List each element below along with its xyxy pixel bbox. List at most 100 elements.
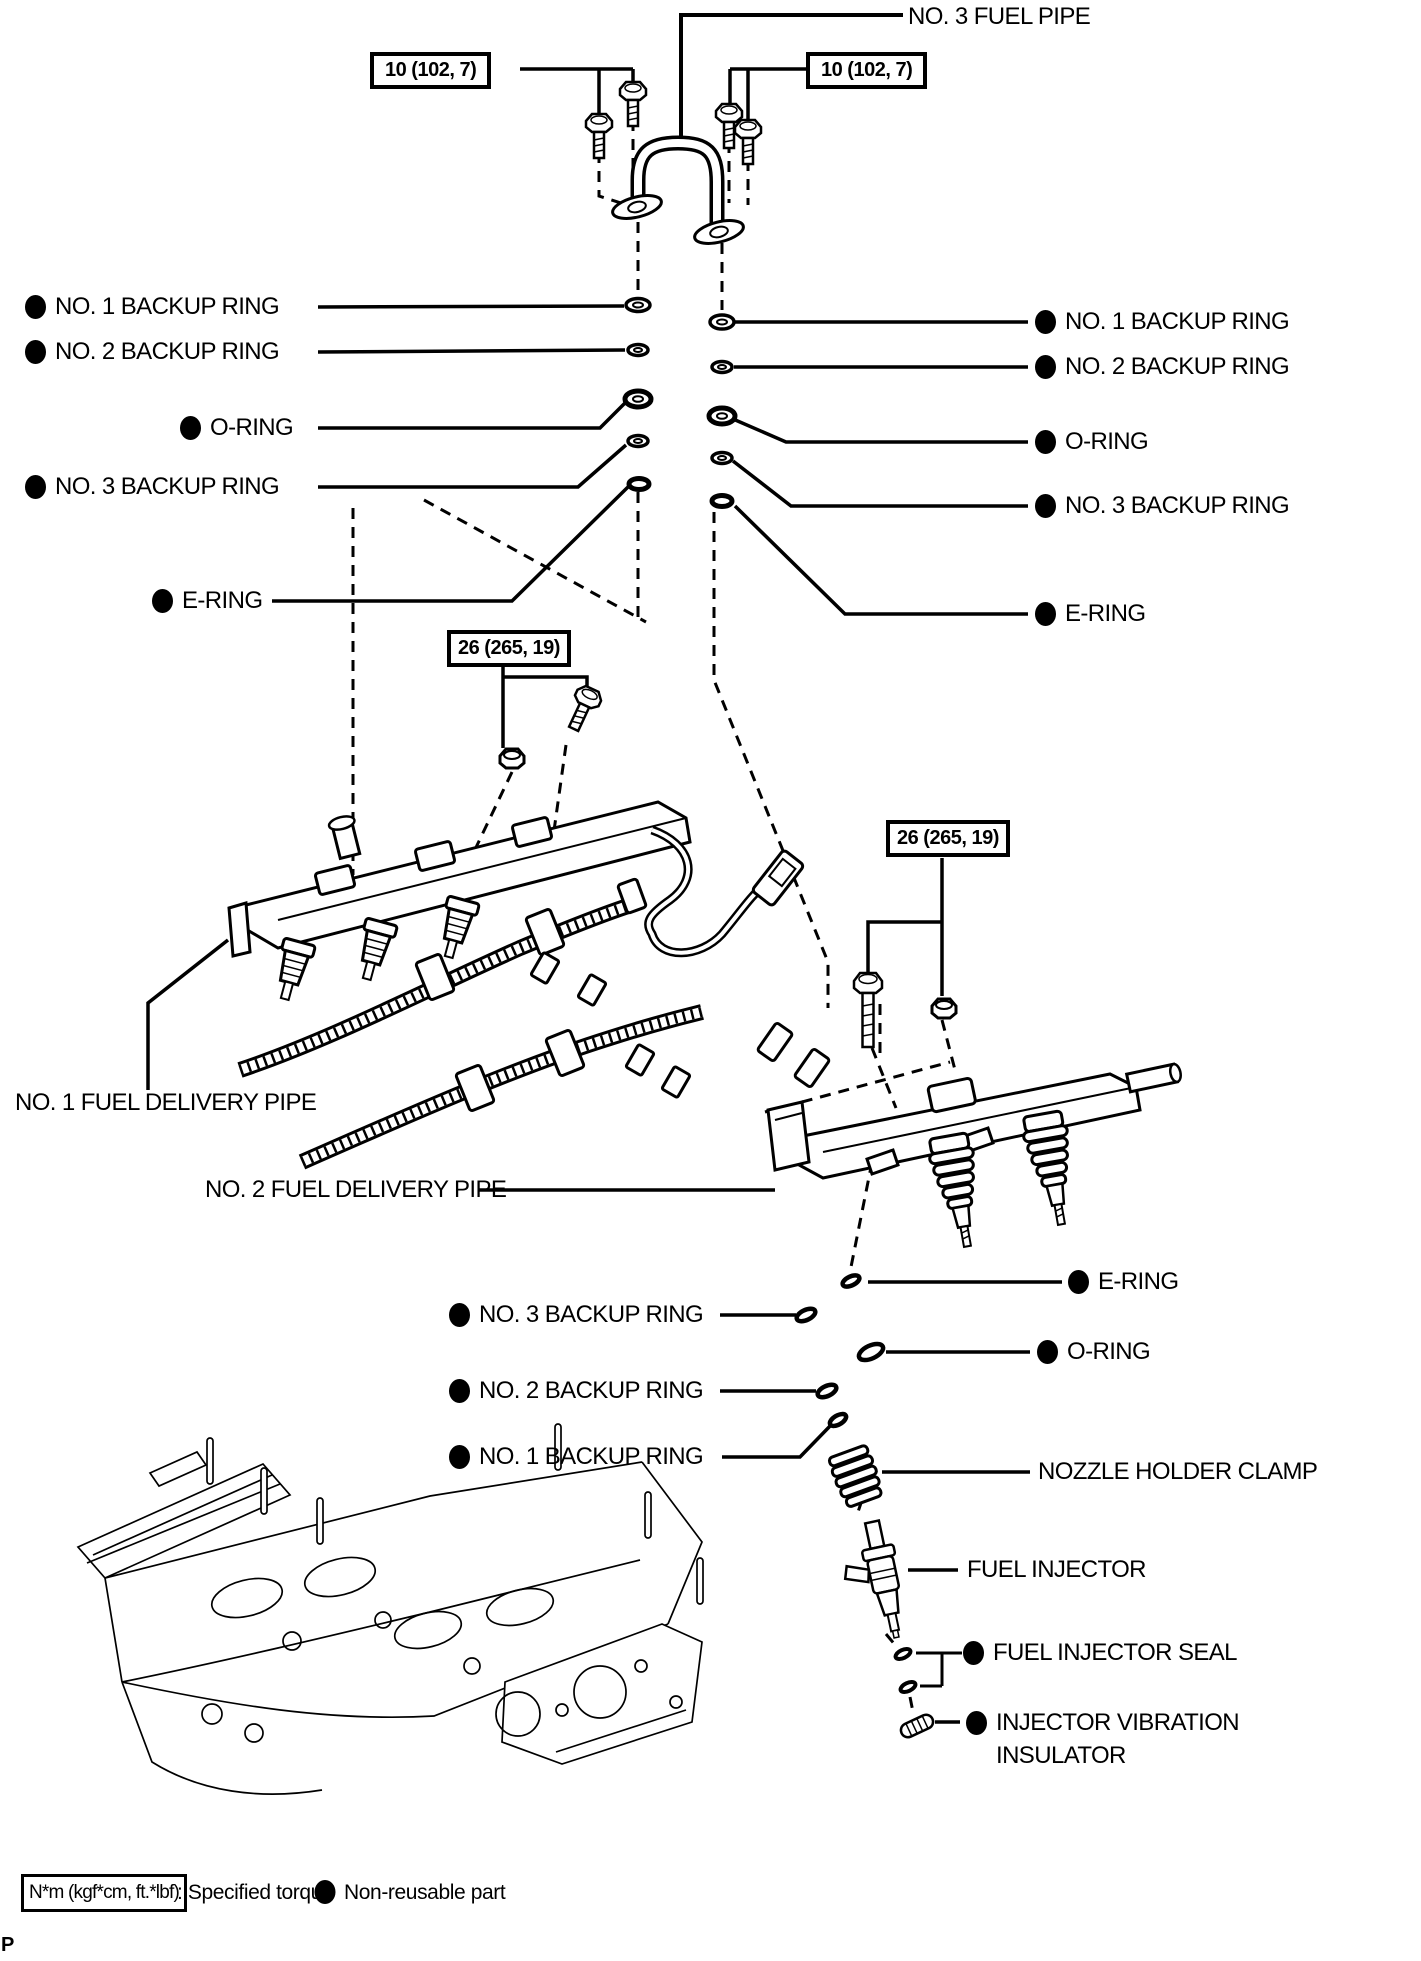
- label-text: E-RING: [1065, 600, 1146, 627]
- leader-lines: [146, 13, 1062, 1724]
- torque-box-fuel-pipe-right: 10 (102, 7): [806, 52, 928, 89]
- label-text: NOZZLE HOLDER CLAMP: [1038, 1458, 1318, 1485]
- label-no1-fuel-delivery-pipe: NO. 1 FUEL DELIVERY PIPE: [15, 1089, 317, 1117]
- label-right-o-ring: O-RING: [1035, 428, 1149, 456]
- non-reusable-bullet-icon: [966, 1711, 987, 1735]
- non-reusable-bullet-icon: [1035, 310, 1056, 334]
- torque-value: 26 (265, 19): [897, 827, 999, 849]
- non-reusable-bullet-icon: [25, 475, 46, 499]
- label-text-line2: INSULATOR: [996, 1742, 1126, 1769]
- non-reusable-bullet-icon: [25, 340, 46, 364]
- injector-harness-1: [237, 877, 648, 1078]
- label-text-line1: INJECTOR VIBRATION: [996, 1709, 1240, 1736]
- label-text: NO. 2 FUEL DELIVERY PIPE: [205, 1176, 507, 1203]
- label-text: O-RING: [1067, 1338, 1151, 1365]
- legend-non-reusable: Non-reusable part: [344, 1881, 506, 1905]
- label-fuel-injector: FUEL INJECTOR: [967, 1556, 1147, 1584]
- label-text: NO. 3 BACKUP RING: [479, 1301, 704, 1328]
- non-reusable-bullet-icon: [180, 416, 201, 440]
- bolt-icon: [733, 118, 763, 166]
- non-reusable-bullet-icon: [963, 1641, 984, 1665]
- label-text: NO. 1 BACKUP RING: [55, 293, 280, 320]
- rings-left: [622, 296, 654, 492]
- label-no3-fuel-pipe: NO. 3 FUEL PIPE: [908, 3, 1091, 31]
- fuel-delivery-pipe-1-drawing: [227, 800, 805, 1005]
- nut-icon: [498, 747, 526, 770]
- non-reusable-bullet-icon: [152, 589, 173, 613]
- label-text: FUEL INJECTOR: [967, 1556, 1147, 1583]
- non-reusable-bullet-icon: [449, 1303, 470, 1327]
- non-reusable-bullet-icon: [1037, 1340, 1058, 1364]
- vibration-insulator-icon: [899, 1713, 935, 1739]
- label-text: FUEL INJECTOR SEAL: [993, 1639, 1238, 1666]
- label-left-o-ring: O-RING: [180, 414, 294, 442]
- label-lower-no2-backup-ring: NO. 2 BACKUP RING: [449, 1377, 704, 1405]
- non-reusable-bullet-icon: [1035, 494, 1056, 518]
- label-text: NO. 1 FUEL DELIVERY PIPE: [15, 1089, 317, 1116]
- legend-specified-torque: : Specified torque: [177, 1881, 334, 1905]
- legend-torque-units: N*m (kgf*cm, ft.*lbf): [29, 1882, 180, 1903]
- label-text: NO. 3 FUEL PIPE: [908, 3, 1091, 30]
- label-left-no3-backup-ring: NO. 3 BACKUP RING: [25, 473, 280, 501]
- label-text: NO. 2 BACKUP RING: [55, 338, 280, 365]
- legend-non-reusable-icon: [314, 1880, 336, 1904]
- non-reusable-bullet-icon: [1035, 602, 1056, 626]
- rings-right: [706, 313, 738, 509]
- label-injector-vibration-insulator: INJECTOR VIBRATION INSULATOR: [966, 1706, 1240, 1772]
- torque-value: 10 (102, 7): [385, 59, 477, 81]
- label-left-e-ring: E-RING: [152, 587, 263, 615]
- non-reusable-bullet-icon: [1035, 355, 1056, 379]
- label-text: O-RING: [1065, 428, 1149, 455]
- label-lower-no1-backup-ring: NO. 1 BACKUP RING: [449, 1443, 704, 1471]
- bolt-icon: [618, 80, 648, 128]
- legend-text: : Specified torque: [177, 1881, 334, 1904]
- fuel-delivery-pipe-2-drawing: [766, 1062, 1182, 1252]
- bolt-icon: [584, 112, 614, 160]
- non-reusable-bullet-icon: [449, 1445, 470, 1469]
- label-text: E-RING: [1098, 1268, 1179, 1295]
- bolt-icon: [852, 971, 884, 1049]
- label-right-no1-backup-ring: NO. 1 BACKUP RING: [1035, 308, 1290, 336]
- injector-seal-parts: [794, 1273, 935, 1739]
- label-text: NO. 2 BACKUP RING: [1065, 353, 1290, 380]
- label-text: NO. 1 BACKUP RING: [1065, 308, 1290, 335]
- label-text: NO. 1 BACKUP RING: [479, 1443, 704, 1470]
- label-text: NO. 3 BACKUP RING: [1065, 492, 1290, 519]
- label-right-no3-backup-ring: NO. 3 BACKUP RING: [1035, 492, 1290, 520]
- label-left-no2-backup-ring: NO. 2 BACKUP RING: [25, 338, 280, 366]
- non-reusable-bullet-icon: [449, 1379, 470, 1403]
- non-reusable-bullet-icon: [1068, 1270, 1089, 1294]
- page-marker: P: [1, 1934, 15, 1956]
- label-nozzle-holder-clamp: NOZZLE HOLDER CLAMP: [1038, 1458, 1318, 1486]
- label-lower-e-ring: E-RING: [1068, 1268, 1179, 1296]
- legend-torque-box: N*m (kgf*cm, ft.*lbf): [21, 1874, 187, 1912]
- label-left-no1-backup-ring: NO. 1 BACKUP RING: [25, 293, 280, 321]
- engine-drawing: [76, 1423, 704, 1795]
- label-lower-o-ring: O-RING: [1037, 1338, 1151, 1366]
- non-reusable-bullet-icon: [25, 295, 46, 319]
- label-fuel-injector-seal: FUEL INJECTOR SEAL: [963, 1639, 1238, 1667]
- torque-box-fuel-pipe-left: 10 (102, 7): [370, 52, 492, 89]
- torque-value: 26 (265, 19): [458, 637, 560, 659]
- label-lower-no3-backup-ring: NO. 3 BACKUP RING: [449, 1301, 704, 1329]
- torque-value: 10 (102, 7): [821, 59, 913, 81]
- injector-icon: [1018, 1108, 1085, 1230]
- label-no2-fuel-delivery-pipe: NO. 2 FUEL DELIVERY PIPE: [205, 1176, 507, 1204]
- nozzle-holder-clamp-icon: [827, 1444, 883, 1508]
- nut-icon: [930, 997, 958, 1020]
- fuel-pipe-drawing: [584, 80, 763, 245]
- fuel-injector-icon: [843, 1519, 901, 1639]
- torque-box-delivery-pipe-1: 26 (265, 19): [447, 630, 571, 667]
- bolt-icon: [560, 682, 606, 736]
- label-text: O-RING: [210, 414, 294, 441]
- injector-icon: [924, 1130, 991, 1252]
- injector-harness-2: [298, 1004, 831, 1170]
- label-text: E-RING: [182, 587, 263, 614]
- label-text: NO. 2 BACKUP RING: [479, 1377, 704, 1404]
- label-right-e-ring: E-RING: [1035, 600, 1146, 628]
- legend-text: Non-reusable part: [344, 1881, 506, 1904]
- torque-box-delivery-pipe-2: 26 (265, 19): [886, 820, 1010, 857]
- label-text: NO. 3 BACKUP RING: [55, 473, 280, 500]
